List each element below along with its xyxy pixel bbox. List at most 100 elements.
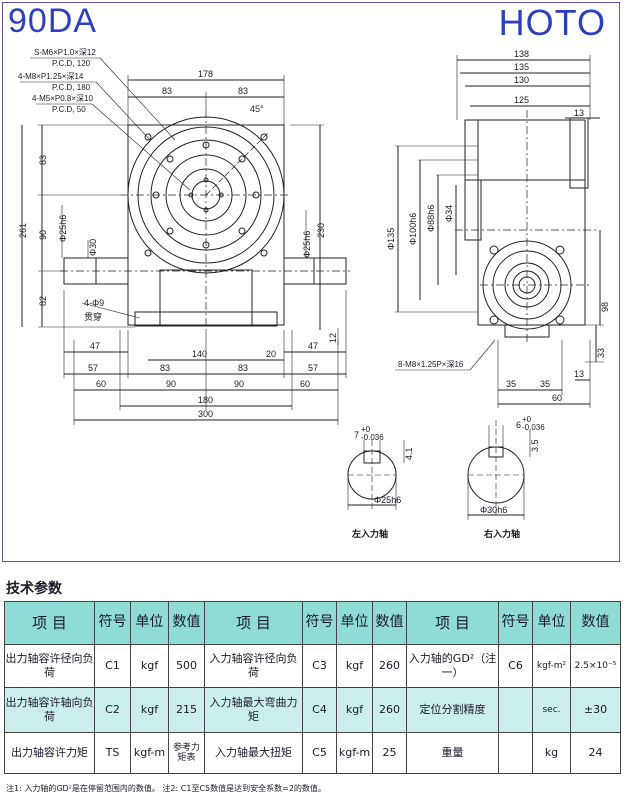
dim-178: 178 [198,69,213,79]
dim-60-left: 60 [96,379,106,389]
header-item: 项 目 [4,601,95,645]
callout-side-thread: 8-M8×1.25P×深16 [398,360,464,369]
spec-row: 出力轴容许径向负荷 C1 kgf 500 入力轴容许径向负荷 C3 kgf 26… [4,644,621,688]
dim-90-bottom-left: 90 [166,379,176,389]
right-shaft-key-tol-bottom: -0.036 [522,423,545,432]
spec-cell: 入力轴最大弯曲力矩 [204,687,303,733]
spec-cell: 入力轴的GD²（注一） [406,644,499,688]
dim-35-right: 35 [540,379,550,389]
spec-cell: C2 [94,687,131,733]
spec-header-row: 项 目 符号 单位 数值 项 目 符号 单位 数值 项 目 符号 单位 数值 [4,601,621,645]
right-shaft-key: 6 [516,420,521,430]
right-shaft-label: 右入力轴 [483,528,520,539]
dim-35-left: 35 [506,379,516,389]
spec-cell: 出力轴容许径向负荷 [4,644,95,688]
dim-90-bottom-right: 90 [234,379,244,389]
spec-cell: 260 [372,644,407,688]
header-value: 数值 [570,601,621,645]
header-item: 项 目 [406,601,499,645]
spec-row: 出力轴容许轴向负荷 C2 kgf 215 入力轴最大弯曲力矩 C4 kgf 26… [4,687,621,733]
dim-261-vertical: 261 [18,223,28,238]
dim-130: 130 [514,75,529,85]
spec-cell: 25 [372,732,407,774]
dim-230-vertical: 230 [316,223,326,238]
spec-cell: kg [532,732,571,774]
spec-section-title: 技术参数 [6,581,62,597]
spec-cell [498,687,533,733]
spec-cell: C3 [302,644,337,688]
spec-cell: kgf [336,687,373,733]
dim-90-vertical: 90 [38,230,48,240]
dim-57-left: 57 [88,363,98,373]
dim-d25h6-left: Φ25h6 [58,215,68,242]
callout-m6: S-M6×P1.0×深12 [34,48,96,57]
header-unit: 单位 [130,601,169,645]
spec-row: 出力轴容许力矩 TS kgf-m 参考力矩表 入力轴最大扭矩 C5 kgf-m … [4,732,621,774]
spec-cell: 2.5×10⁻⁵ [570,644,621,688]
callout-holes-through: 贯穿 [84,311,102,322]
footnote: 注1: 入力轴的GD²是在停留范围内的数值。 注2: C1至C5数值是达到安全系… [6,784,326,793]
drawing-frame [2,2,620,562]
dim-60-right: 60 [300,379,310,389]
spec-cell: 重量 [406,732,499,774]
callout-m6-pcd: P.C.D, 120 [52,59,91,68]
right-shaft-key-tol-top: +0 [522,415,532,424]
spec-cell: kgf-m² [532,644,571,688]
spec-cell: kgf [130,687,169,733]
header-item: 项 目 [204,601,303,645]
callout-holes: 4-Φ9 [84,298,104,308]
spec-cell: 出力轴容许力矩 [4,732,95,774]
callout-m5: 4-M5×P0.8×深10 [32,94,93,103]
spec-cell: 24 [570,732,621,774]
spec-cell: sec. [532,687,571,733]
dim-47-right: 47 [308,341,318,351]
dim-13-bottom: 13 [574,369,584,379]
callout-m8-pcd: P.C.D, 180 [52,83,91,92]
spec-cell: 入力轴容许径向负荷 [204,644,303,688]
spec-cell: kgf-m [130,732,169,774]
left-shaft-key-tol-bottom: -0.036 [361,433,384,442]
dim-83-bottom-right: 83 [238,363,248,373]
callout-m8: 4-M8×P1.25×深14 [18,72,84,81]
dim-83-bottom-left: 83 [160,363,170,373]
dim-13-top: 13 [574,108,584,118]
dim-45-angle: 45° [250,104,264,114]
dim-d135: Φ135 [386,228,396,250]
callout-m5-pcd: P.C.D, 50 [52,105,86,114]
dim-47-left: 47 [90,341,100,351]
dim-d100h6: Φ100h6 [408,213,418,245]
spec-cell: TS [94,732,131,774]
dim-98: 98 [600,302,610,312]
dim-140: 140 [192,349,207,359]
dim-83-right: 83 [238,86,248,96]
spec-cell: 入力轴最大扭矩 [204,732,303,774]
header-symbol: 符号 [302,601,337,645]
dim-180: 180 [198,395,213,405]
header-unit: 单位 [532,601,571,645]
spec-cell: C1 [94,644,131,688]
dim-125: 125 [514,95,529,105]
spec-cell: C5 [302,732,337,774]
dim-82-vertical: 82 [38,296,48,306]
dim-d30-left: Φ30 [88,239,98,256]
spec-cell: C4 [302,687,337,733]
right-shaft-diameter: Φ30h6 [480,505,507,515]
header-symbol: 符号 [498,601,533,645]
spec-cell: ±30 [570,687,621,733]
header-unit: 单位 [336,601,373,645]
spec-cell: kgf-m [336,732,373,774]
dim-d25h6-right: Φ25h6 [302,231,312,258]
dim-33: 33 [596,348,606,358]
spec-cell: C6 [498,644,533,688]
dim-135: 135 [514,62,529,72]
spec-cell: kgf [336,644,373,688]
technical-drawing: S-M6×P1.0×深12 P.C.D, 120 4-M8×P1.25×深14 … [18,48,610,539]
left-shaft-diameter: Φ25h6 [374,495,401,505]
left-shaft-depth: 4.1 [404,447,414,460]
brand-name: HOTO [498,2,606,43]
dim-60-side: 60 [552,393,562,403]
spec-cell: 260 [372,687,407,733]
spec-cell [498,732,533,774]
left-shaft-key: 7 [354,430,359,440]
right-shaft-depth: 3.5 [530,439,540,452]
